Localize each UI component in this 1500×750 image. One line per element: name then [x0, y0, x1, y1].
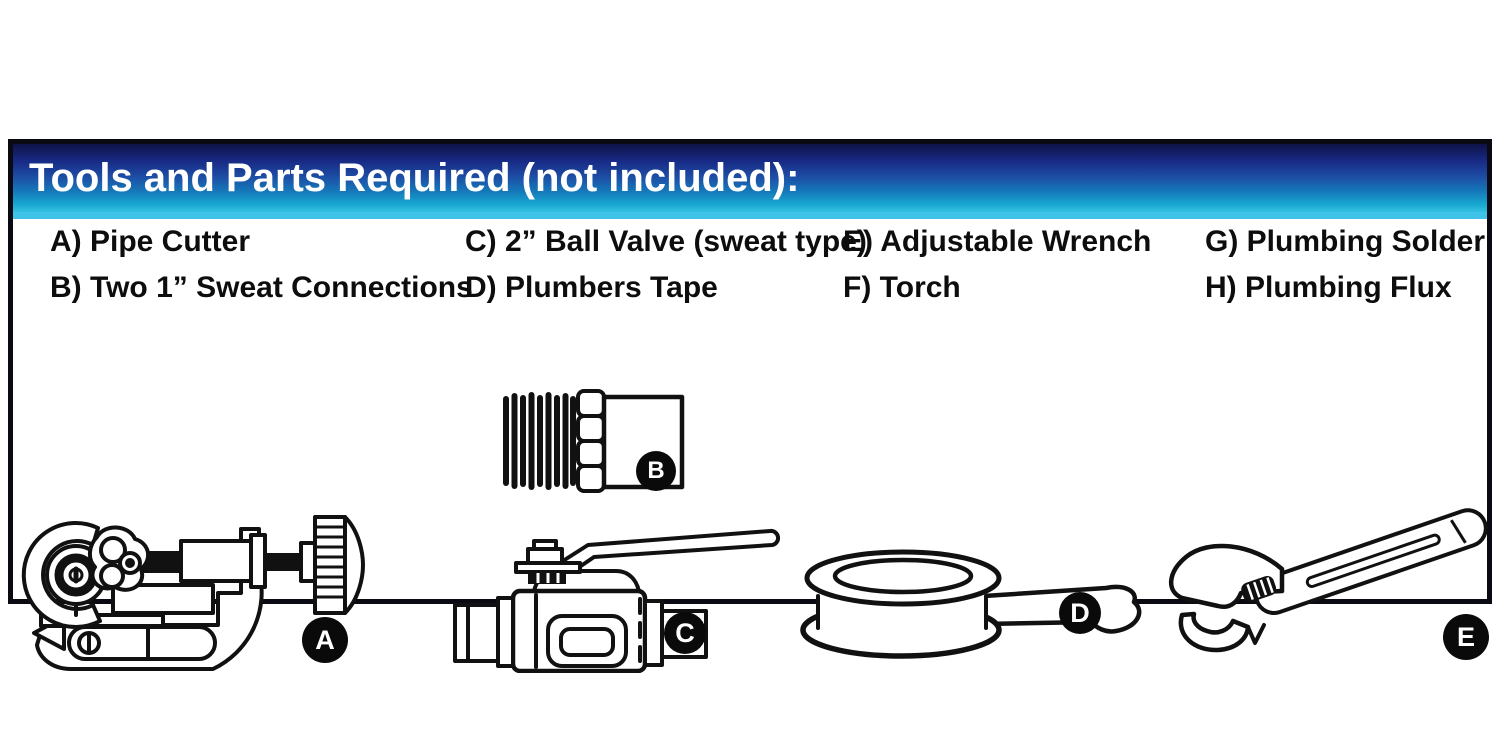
part-label-a: A) Pipe Cutter [50, 225, 251, 258]
accent-strip [13, 212, 1487, 219]
panel-header: Tools and Parts Required (not included): [13, 144, 1487, 212]
badge-b: B [636, 451, 676, 491]
badge-d: D [1059, 592, 1101, 634]
tools-panel: Tools and Parts Required (not included):… [8, 139, 1492, 673]
part-label-b: B) Two 1” Sweat Connections [50, 271, 473, 304]
part-label-e: E) Adjustable Wrench [843, 225, 1152, 258]
badge-c: C [664, 612, 706, 654]
part-label-d: D) Plumbers Tape [465, 271, 718, 304]
panel-title: Tools and Parts Required (not included): [29, 155, 800, 200]
part-label-g: G) Plumbing Solder [1205, 225, 1486, 258]
badge-e: E [1443, 614, 1489, 660]
badge-a: A [302, 617, 348, 663]
parts-column-4: G) Plumbing Solder H) Plumbing Flux [1205, 219, 1485, 311]
pipe-cutter-icon [21, 515, 365, 671]
parts-column-2: C) 2” Ball Valve (sweat type) D) Plumber… [465, 219, 867, 311]
panel-content: A) Pipe Cutter B) Two 1” Sweat Connectio… [13, 219, 1489, 673]
ball-valve-icon [453, 528, 781, 673]
part-label-h: H) Plumbing Flux [1205, 271, 1452, 304]
part-label-f: F) Torch [843, 271, 961, 304]
adjustable-wrench-icon [1169, 508, 1488, 653]
part-label-c: C) 2” Ball Valve (sweat type) [465, 225, 867, 258]
parts-column-3: E) Adjustable Wrench F) Torch [843, 219, 1151, 311]
parts-column-1: A) Pipe Cutter B) Two 1” Sweat Connectio… [50, 219, 473, 311]
